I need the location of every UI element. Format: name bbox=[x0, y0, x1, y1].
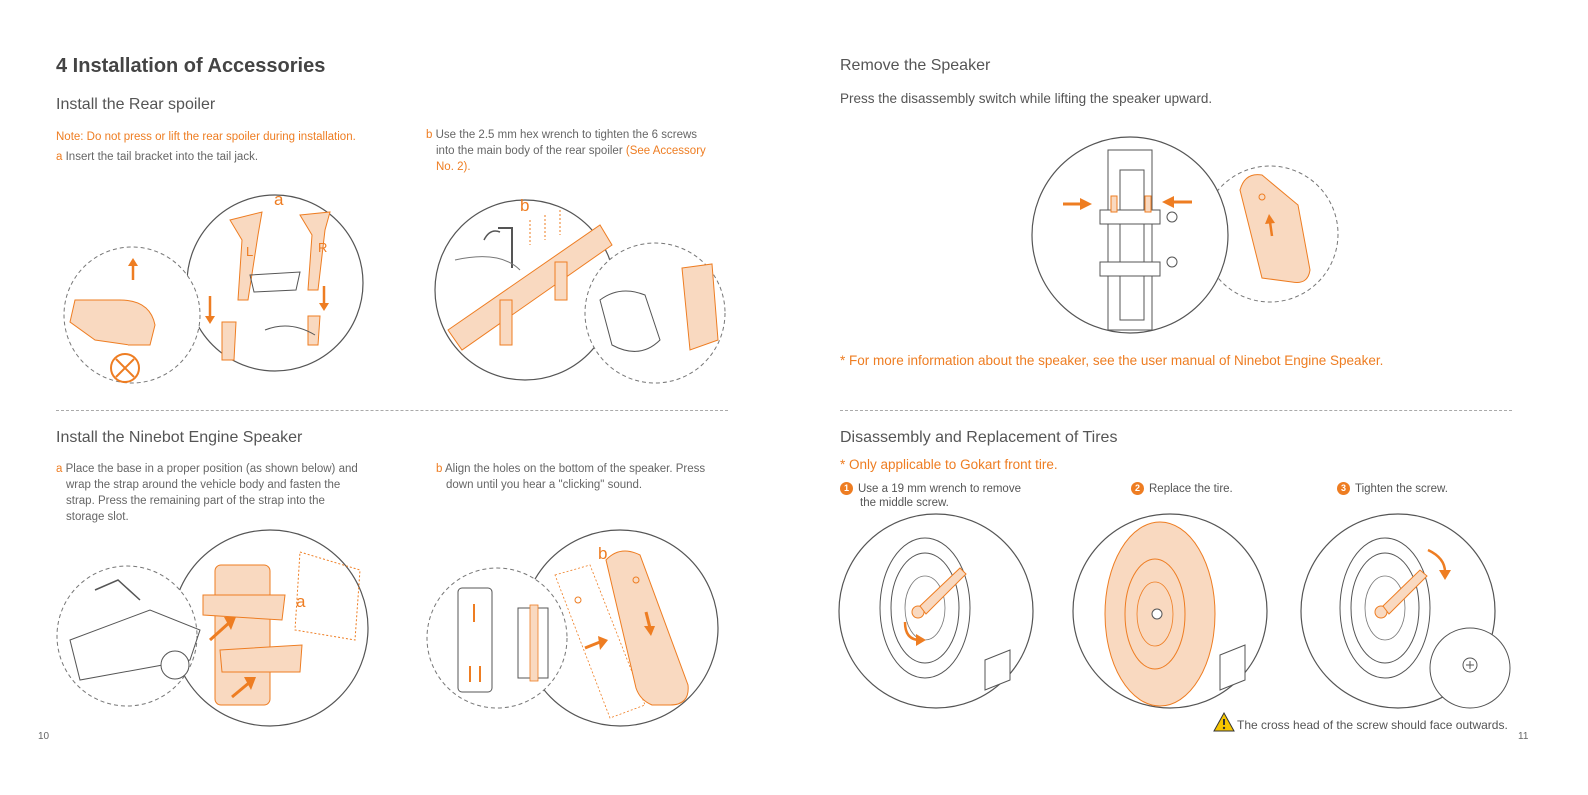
step-text: Place the base in a proper position (as … bbox=[65, 463, 358, 475]
tire-step-1: 1 Use a 19 mm wrench to remove the middle… bbox=[840, 481, 1021, 509]
step-text: storage slot. bbox=[66, 511, 129, 523]
step-number: 2 bbox=[1131, 482, 1144, 495]
illustration-label: b bbox=[598, 544, 608, 563]
step-letter: b bbox=[436, 463, 443, 475]
illustration-label: L bbox=[246, 244, 254, 259]
step-number: 1 bbox=[840, 482, 853, 495]
step-text: wrap the strap around the vehicle body a… bbox=[66, 479, 341, 491]
accessory-ref: No. 2). bbox=[436, 161, 471, 173]
step-letter: a bbox=[56, 151, 63, 163]
spoiler-step-a: a Insert the tail bracket into the tail … bbox=[56, 149, 258, 165]
page-number-right: 11 bbox=[1518, 731, 1529, 742]
warning-text: The cross head of the screw should face … bbox=[1237, 718, 1508, 732]
step-letter: a bbox=[56, 463, 63, 475]
remove-speaker-heading: Remove the Speaker bbox=[840, 57, 991, 74]
page-number-left: 10 bbox=[38, 731, 50, 742]
section-divider bbox=[840, 410, 1512, 411]
spoiler-note: Note: Do not press or lift the rear spoi… bbox=[56, 131, 356, 143]
warning-icon bbox=[1213, 711, 1235, 732]
tire-step-3: 3 Tighten the screw. bbox=[1337, 481, 1448, 497]
illustration-label: a bbox=[296, 592, 306, 611]
step-text: Replace the tire. bbox=[1149, 483, 1233, 495]
step-text: the middle screw. bbox=[860, 497, 949, 509]
section-divider bbox=[56, 410, 728, 411]
step-text: Align the holes on the bottom of the spe… bbox=[444, 463, 706, 475]
speaker-manual-note: * For more information about the speaker… bbox=[840, 353, 1384, 368]
remove-speaker-text: Press the disassembly switch while lifti… bbox=[840, 91, 1213, 106]
illustration-label: R bbox=[318, 240, 328, 255]
step-number: 3 bbox=[1337, 482, 1350, 495]
speaker-step-b: b Align the holes on the bottom of the s… bbox=[436, 461, 736, 493]
step-text: Tighten the screw. bbox=[1355, 483, 1448, 495]
spoiler-step-b: b Use the 2.5 mm hex wrench to tighten t… bbox=[426, 127, 726, 175]
tire-step-2: 2 Replace the tire. bbox=[1131, 481, 1233, 497]
accessory-ref: (See Accessory bbox=[625, 145, 706, 157]
speaker-step-a: a Place the base in a proper position (a… bbox=[56, 461, 386, 525]
step-text: strap. Press the remaining part of the s… bbox=[66, 495, 325, 507]
tires-heading: Disassembly and Replacement of Tires bbox=[840, 429, 1118, 446]
page-title: 4 Installation of Accessories bbox=[56, 55, 326, 77]
illustration-label: b bbox=[520, 196, 530, 215]
step-text: down until you hear a "clicking" sound. bbox=[446, 479, 643, 491]
illustration-label: a bbox=[274, 190, 284, 209]
step-text: into the main body of the rear spoiler bbox=[436, 145, 623, 157]
spoiler-heading: Install the Rear spoiler bbox=[56, 96, 216, 113]
step-letter: b bbox=[426, 129, 433, 141]
speaker-heading: Install the Ninebot Engine Speaker bbox=[56, 429, 303, 446]
tires-note: * Only applicable to Gokart front tire. bbox=[840, 457, 1058, 472]
step-text: Use a 19 mm wrench to remove bbox=[858, 483, 1021, 495]
step-text: Insert the tail bracket into the tail ja… bbox=[65, 151, 259, 163]
step-text: Use the 2.5 mm hex wrench to tighten the… bbox=[435, 129, 698, 141]
